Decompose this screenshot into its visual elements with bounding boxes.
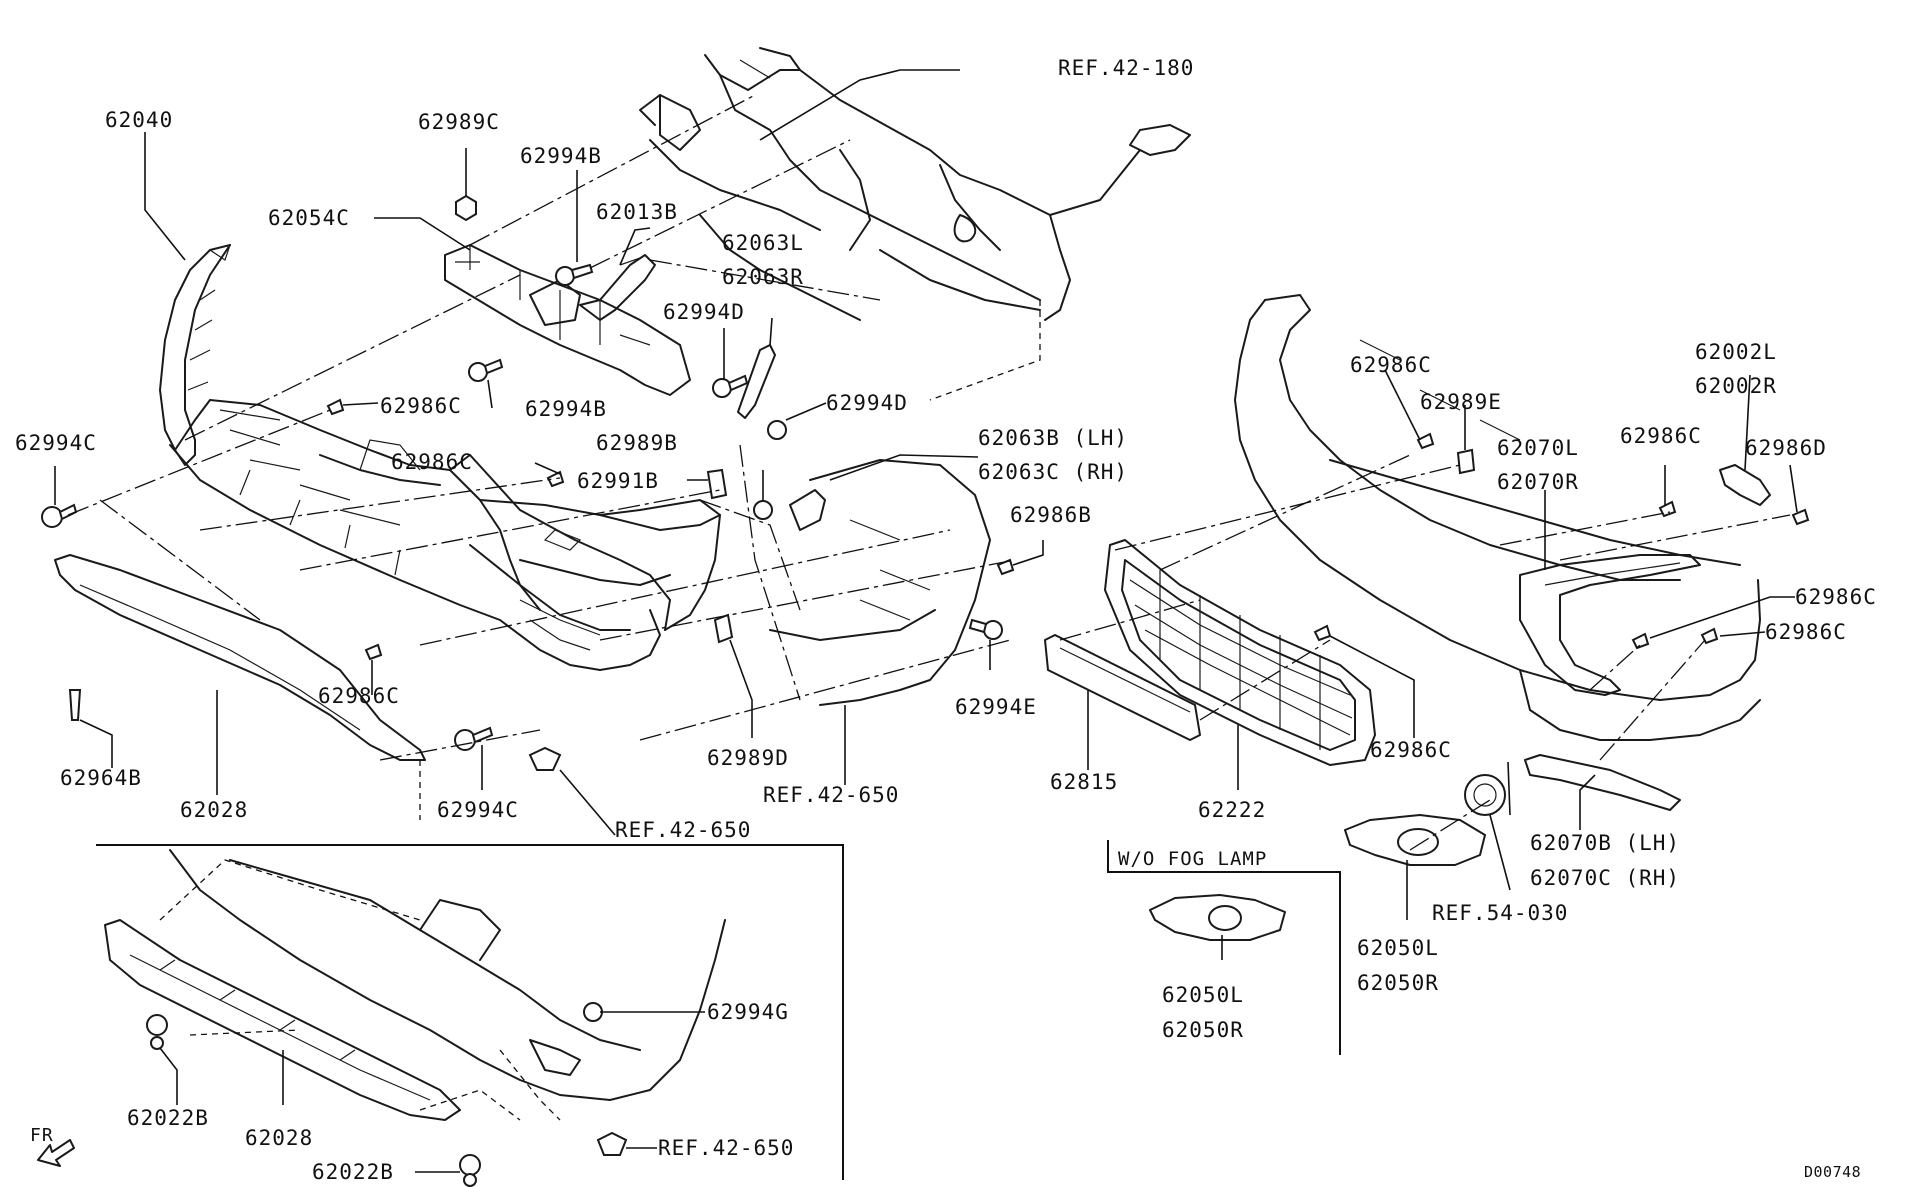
grille-62222 [1104,539,1376,766]
label-62994C-left: 62994C [15,431,97,455]
label-62063C-rh: 62063C (RH) [978,460,1129,484]
label-62063R: 62063R [722,265,804,289]
label-62050R-b: 62050R [1162,1018,1244,1042]
label-62986C-d: 62986C [1350,353,1432,377]
bracket-62013B [579,254,656,321]
label-62994B-top: 62994B [520,144,602,168]
label-62040: 62040 [105,108,174,132]
alignment-lines [67,94,1791,1121]
label-62070L: 62070L [1497,436,1579,460]
label-62986C-c: 62986C [318,684,400,708]
label-62994D-top: 62994D [663,300,745,324]
label-62994C-bottom: 62994C [437,798,519,822]
label-62002R: 62002R [1695,374,1777,398]
label-62063B-lh: 62063B (LH) [978,426,1129,450]
label-62986C-f: 62986C [1795,585,1877,609]
label-62991B: 62991B [577,469,659,493]
direction-label: FR [30,1125,54,1146]
label-62070R: 62070R [1497,470,1579,494]
label-ref-42-650-c: REF.42-650 [658,1136,795,1160]
label-ref-42-650-a: REF.42-650 [763,783,900,807]
label-62994E: 62994E [955,695,1037,719]
label-62994G: 62994G [707,1000,789,1024]
label-62989C: 62989C [418,110,500,134]
fog-lamp [1464,774,1506,816]
label-62222: 62222 [1198,798,1267,822]
label-62989E: 62989E [1420,390,1502,414]
fr-arrow-icon [37,1139,75,1167]
label-inset-title: W/O FOG LAMP [1118,848,1268,870]
label-62986C-g: 62986C [1765,620,1847,644]
license-plate-base-62815 [1044,634,1201,741]
label-62986C-e: 62986C [1620,424,1702,448]
label-62050R-a: 62050R [1357,971,1439,995]
label-62013B: 62013B [596,200,678,224]
label-62989B: 62989B [596,431,678,455]
bumper-reinforcement-62054C [444,244,691,396]
inset-bezel [1149,894,1286,941]
bumper-cover-right-view [1234,294,1761,741]
label-62028-bottom: 62028 [245,1126,314,1150]
label-62002L: 62002L [1695,340,1777,364]
fog-garnish-62070 [1519,554,1701,696]
label-62050L-b: 62050L [1162,983,1244,1007]
label-ref-54-030: REF.54-030 [1432,901,1569,925]
lower-spoiler-62028-top [54,554,426,761]
label-62022B-a: 62022B [127,1106,209,1130]
label-62815: 62815 [1050,770,1119,794]
label-62986C-b: 62986C [391,450,473,474]
inset-frames [96,840,1341,1180]
label-ref-42-180: REF.42-180 [1058,56,1195,80]
fasteners [41,194,1810,1187]
label-62964B: 62964B [60,766,142,790]
label-ref-42-650-b: REF.42-650 [615,818,752,842]
label-62054C: 62054C [268,206,350,230]
label-62994B-mid: 62994B [525,397,607,421]
fender-liner [769,459,991,706]
label-62986B: 62986B [1010,503,1092,527]
fog-lamp-bezel-62050 [1344,814,1486,866]
label-62989D: 62989D [707,746,789,770]
label-62070C-rh: 62070C (RH) [1530,866,1681,890]
label-62070B-lh: 62070B (LH) [1530,831,1681,855]
label-62063L: 62063L [722,231,804,255]
label-62028-top: 62028 [180,798,249,822]
radiator-support-frame [639,47,1191,321]
upper-bumper-support-62040 [159,244,231,466]
diagram-code: D00748 [1804,1163,1862,1181]
leader-lines [54,69,1798,1173]
label-62986D: 62986D [1745,436,1827,460]
label-62022B-b: 62022B [312,1160,394,1184]
bracket-62002 [1719,464,1771,506]
lower-garnish-62070B [1524,754,1681,811]
label-62986C-h: 62986C [1370,738,1452,762]
label-62986C-a: 62986C [380,394,462,418]
lower-inset-drawing [104,849,726,1121]
front-bumper-cover [169,399,721,671]
label-62994D-mid: 62994D [826,391,908,415]
label-62050L-a: 62050L [1357,936,1439,960]
